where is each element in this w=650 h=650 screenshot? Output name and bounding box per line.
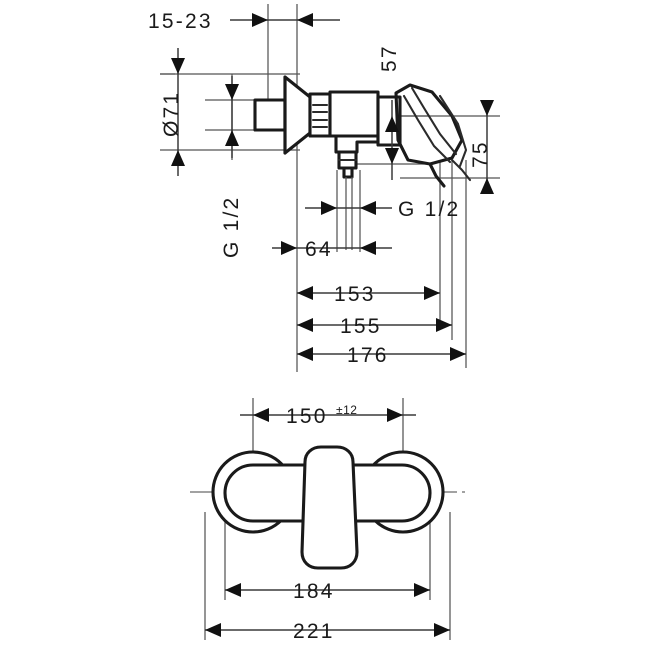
side-view-extension-lines: [160, 4, 500, 372]
mixer-front-geometry: [211, 445, 445, 570]
dim-75: 75: [469, 100, 494, 194]
arrow-150-left: [253, 408, 269, 422]
lever-handle-outline: [394, 83, 464, 166]
arrow-153-right: [424, 286, 440, 300]
dim-label-184: 184: [293, 580, 335, 603]
arrow-176-left: [297, 347, 313, 361]
arrow-15-23-left: [252, 13, 268, 27]
dim-label-150: 150: [286, 405, 328, 428]
dim-153: 153: [297, 283, 440, 306]
side-elevation-view: 15-23 Ø71 G 1/2 57 75: [148, 4, 500, 372]
dim-label-57: 57: [378, 44, 401, 72]
lever-handle-front: [300, 445, 359, 570]
arrow-dia71-bottom: [171, 150, 185, 166]
dim-label-176: 176: [347, 344, 389, 367]
dim-label-15-23: 15-23: [148, 10, 213, 33]
dim-221: 221: [205, 620, 450, 643]
arrow-15-23-right: [297, 13, 313, 27]
dim-176: 176: [297, 344, 466, 367]
dim-label-155: 155: [340, 315, 382, 338]
arrow-176-right: [450, 347, 466, 361]
dim-57: 57: [378, 44, 401, 180]
dim-label-64: 64: [305, 238, 333, 261]
arrow-221-left: [205, 623, 221, 637]
arrow-57-bottom: [385, 148, 399, 164]
dim-15-23: 15-23: [148, 10, 340, 33]
dim-155: 155: [297, 315, 452, 338]
mixer-body: [328, 90, 380, 154]
dim-g12-right: G 1/2: [305, 198, 460, 221]
outlet-boss: [342, 166, 354, 179]
arrow-75-bottom: [480, 178, 494, 194]
dim-64: 64: [272, 238, 392, 261]
arrow-64-left: [281, 241, 297, 255]
dim-label-dia71: Ø71: [160, 91, 183, 137]
dim-184: 184: [225, 580, 430, 603]
mixer-side-geometry: [253, 75, 472, 250]
dim-label-150-tolerance: ±12: [336, 403, 357, 417]
dim-label-221: 221: [293, 620, 335, 643]
inlet-nipple: [253, 98, 287, 132]
arrow-153-left: [297, 286, 313, 300]
escutcheon-cone: [283, 75, 312, 155]
arrow-75-top: [480, 100, 494, 116]
arrow-184-left: [225, 583, 241, 597]
arrow-221-right: [434, 623, 450, 637]
dim-g12-left: G 1/2: [220, 76, 243, 258]
arrow-150-right: [387, 408, 403, 422]
arrow-g12-right-left: [321, 201, 337, 215]
arrow-184-right: [414, 583, 430, 597]
dim-label-153: 153: [334, 283, 376, 306]
arrow-g12-left-top: [225, 84, 239, 100]
arrow-155-right: [436, 318, 452, 332]
dim-label-g12-right: G 1/2: [398, 198, 460, 221]
front-elevation-view: 150 ±12 184 221: [190, 398, 466, 643]
lever-handle-crease-1: [410, 86, 458, 156]
dim-label-g12-left: G 1/2: [220, 196, 243, 258]
dim-dia-71: Ø71: [160, 48, 185, 176]
lever-handle-tail: [428, 162, 446, 188]
dim-label-75: 75: [469, 140, 492, 168]
arrow-g12-left-bottom: [225, 130, 239, 146]
arrow-dia71-top: [171, 58, 185, 74]
lever-handle-crease-2: [402, 94, 452, 164]
arrow-155-left: [297, 318, 313, 332]
arrow-64-right: [360, 241, 376, 255]
dim-150: 150 ±12: [240, 403, 416, 428]
connector-block: [308, 92, 332, 138]
arrow-g12-right-right: [360, 201, 376, 215]
arrow-57-top: [385, 116, 399, 132]
lever-handle-crease-3: [438, 94, 468, 168]
lever-handle-tip: [450, 158, 472, 182]
